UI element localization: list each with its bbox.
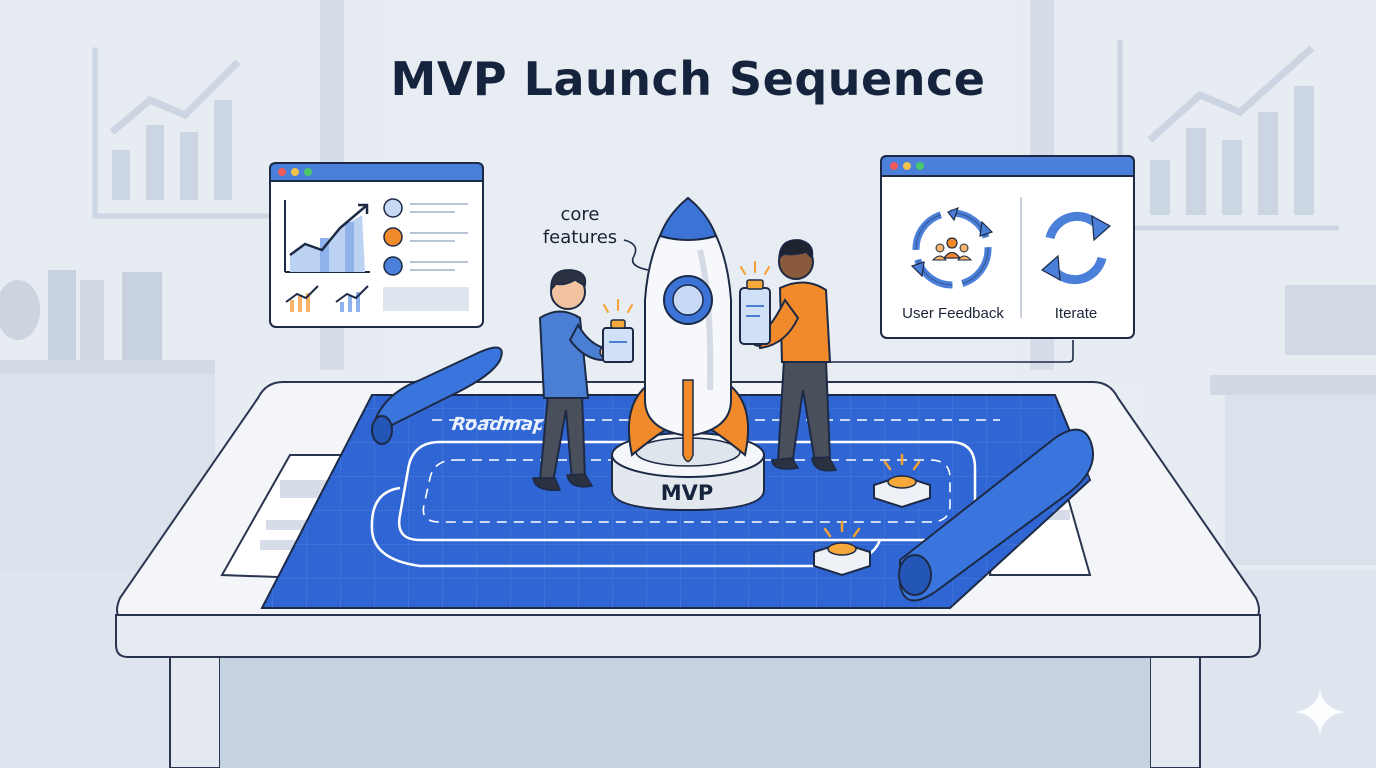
page-title: MVP Launch Sequence (390, 52, 986, 106)
feature-block-left (602, 299, 634, 363)
user-feedback-label: User Feedback (902, 305, 1004, 322)
legend-list (383, 198, 469, 311)
window-dots-icon (278, 168, 312, 176)
mini-chart-blue (335, 285, 369, 312)
wall-chart-left (92, 47, 284, 219)
growth-chart-icon (284, 200, 370, 273)
wall-chart-right (1117, 39, 1339, 231)
feedback-window (880, 155, 1135, 339)
callout-line-1: core (560, 204, 600, 225)
mvp-pedestal-label: MVP (660, 481, 714, 505)
person-right (751, 239, 838, 472)
milestone-marker-2 (813, 520, 871, 577)
window-dots-icon (890, 162, 924, 170)
analytics-window (269, 162, 484, 328)
iterate-label: Iterate (1054, 305, 1098, 322)
mini-chart-orange (285, 285, 319, 312)
person-left (532, 269, 613, 491)
core-features-callout: core features (520, 203, 640, 249)
milestone-marker-1 (873, 453, 931, 509)
feature-block-right (739, 261, 771, 345)
feedback-connector (830, 340, 1074, 363)
callout-line-2: features (542, 227, 618, 248)
sparkle-icon (1296, 688, 1344, 736)
roadmap-label: Roadmap (450, 414, 544, 435)
callout-pointer (623, 239, 649, 271)
feedback-cycle-icon (910, 206, 994, 289)
rocket-icon (628, 196, 749, 463)
iterate-arrows-icon (1040, 211, 1112, 285)
